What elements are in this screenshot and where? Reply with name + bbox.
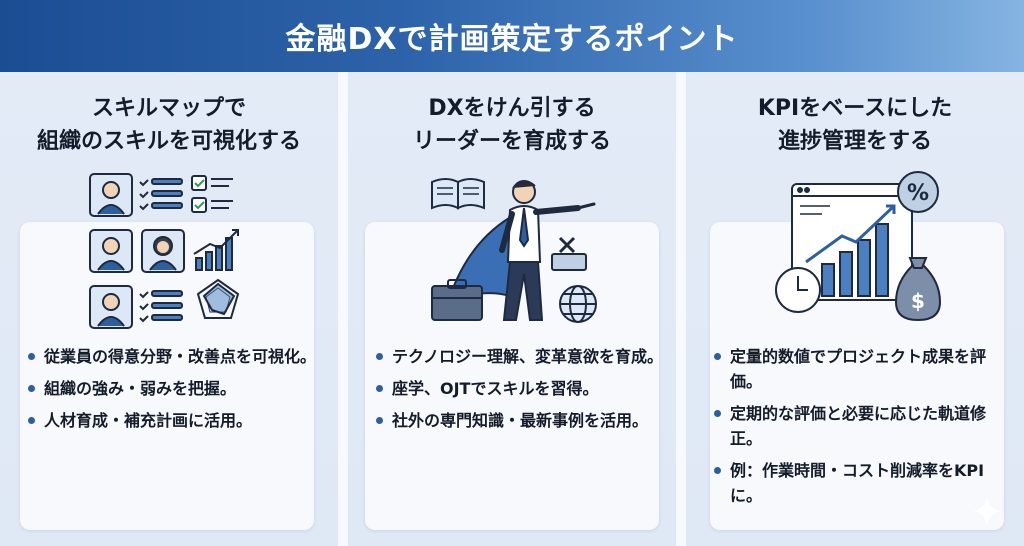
growth-chart-icon	[193, 229, 239, 271]
heading-line: DXをけん引する	[428, 96, 596, 121]
column-divider	[676, 72, 686, 546]
list-item: 座学、OJTでスキルを習得。	[376, 376, 664, 401]
list-item: 定期的な評価と必要に応じた軌道修正。	[714, 401, 1004, 451]
heading-line: リーダーを育成する	[412, 129, 611, 154]
percent-symbol: %	[907, 181, 929, 206]
employee-avatar-icon	[89, 229, 133, 273]
tools-icon	[551, 236, 587, 271]
list-item: 例：作業時間・コスト削減率をKPIに。	[714, 458, 1004, 508]
column-divider	[338, 72, 348, 546]
employee-avatar-icon	[89, 173, 133, 217]
checkbox-list-icon	[191, 175, 233, 213]
checklist-icon	[139, 178, 183, 211]
sparkle-icon	[973, 497, 1001, 525]
page-title: 金融DXで計画策定するポイント	[285, 22, 739, 57]
heading-line: スキルマップで	[91, 96, 246, 121]
percent-icon: %	[897, 171, 939, 213]
bullet-list: テクノロジー理解、変革意欲を育成。 座学、OJTでスキルを習得。 社外の専門知識…	[376, 344, 664, 440]
employee-avatar-icon	[89, 285, 133, 329]
column-heading: スキルマップで 組織のスキルを可視化する	[0, 92, 338, 158]
heading-line: KPIをベースにした	[757, 96, 953, 121]
heading-line: 組織のスキルを可視化する	[36, 129, 301, 154]
book-icon	[431, 178, 485, 210]
radar-chart-icon	[196, 278, 240, 319]
column-kpi: KPIをベースにした 進捗管理をする %	[686, 72, 1024, 546]
employee-avatar-female-icon	[141, 229, 185, 273]
list-item: 組織の強み・弱みを把握。	[28, 376, 318, 401]
column-skill-map: スキルマップで 組織のスキルを可視化する	[0, 72, 338, 546]
list-item: 社外の専門知識・最新事例を活用。	[376, 408, 664, 433]
column-dx-leader: DXをけん引する リーダーを育成する	[348, 72, 676, 546]
heading-line: 進捗管理をする	[777, 129, 932, 154]
kpi-illustration: % $	[775, 171, 942, 322]
dollar-symbol: $	[911, 289, 925, 313]
bullet-card	[20, 222, 314, 530]
bullet-list: 従業員の得意分野・改善点を可視化。 組織の強み・弱みを把握。 人材育成・補充計画…	[28, 344, 318, 440]
bar-chart-icon	[805, 204, 896, 297]
leader-figure-icon	[499, 180, 596, 321]
leader-illustration	[431, 178, 597, 323]
title-banner: 金融DXで計画策定するポイント	[0, 0, 1024, 72]
column-heading: DXをけん引する リーダーを育成する	[348, 92, 676, 158]
clock-icon	[775, 267, 821, 313]
money-bag-icon: $	[894, 257, 942, 322]
bullet-list: 定量的数値でプロジェクト成果を評価。 定期的な評価と必要に応じた軌道修正。 例：…	[714, 344, 1004, 515]
list-item: 人材育成・補充計画に活用。	[28, 408, 318, 433]
list-item: 従業員の得意分野・改善点を可視化。	[28, 344, 318, 369]
briefcase-icon	[431, 279, 483, 321]
list-item: 定量的数値でプロジェクト成果を評価。	[714, 344, 1004, 394]
globe-icon	[559, 285, 597, 323]
column-heading: KPIをベースにした 進捗管理をする	[686, 92, 1024, 158]
skill-map-illustration	[89, 173, 240, 329]
list-item: テクノロジー理解、変革意欲を育成。	[376, 344, 664, 369]
checklist-icon	[139, 290, 183, 323]
